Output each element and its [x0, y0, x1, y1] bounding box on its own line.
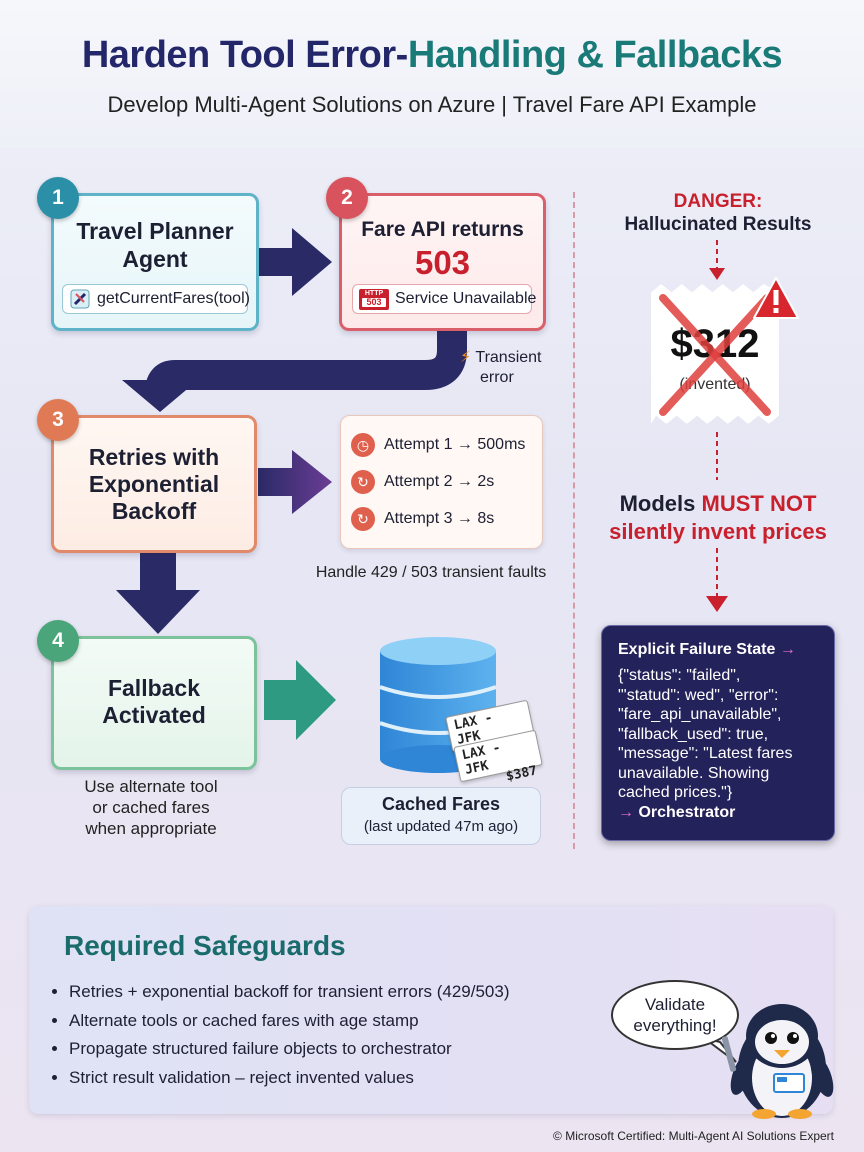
json-line: "fallback_used": true, — [618, 725, 769, 743]
must-part-1: Models — [619, 491, 702, 516]
step-4-title-line-1: Fallback — [107, 675, 201, 701]
step-3-badge: 3 — [37, 399, 79, 441]
step-2-title: Fare API returns — [361, 218, 524, 241]
transient-line-2: error — [480, 369, 514, 386]
arrow-3-to-attempts — [258, 450, 332, 514]
lightning-icon: ⚡ — [460, 349, 472, 366]
step-1-badge: 1 — [37, 177, 79, 219]
danger-text: Hallucinated Results — [624, 214, 812, 235]
step-1-title-line-1: Travel Planner — [76, 218, 234, 244]
transient-line-1: Transient — [475, 349, 542, 366]
footer-credit: © Microsoft Certified: Multi-Agent AI So… — [553, 1129, 834, 1143]
cross-out-icon — [659, 294, 771, 416]
step-2-badge: 2 — [326, 177, 368, 219]
must-not-warning: Models MUST NOT silently invent prices — [596, 490, 840, 546]
http-icon-code: 503 — [362, 298, 386, 307]
attempt-3: ↻ Attempt 3 → 8s — [351, 504, 541, 534]
list-item: Strict result validation – reject invent… — [69, 1064, 510, 1093]
tool-chip-label: getCurrentFares(tool) — [97, 290, 250, 307]
step-3-title-line-3: Backoff — [111, 498, 197, 524]
list-item: Retries + exponential backoff for transi… — [69, 978, 510, 1007]
step-3-title-line-1: Retries with — [88, 444, 220, 470]
penguin-mascot-icon — [722, 1004, 834, 1119]
arrow-right-icon: → — [779, 641, 796, 658]
list-item: Alternate tools or cached fares with age… — [69, 1007, 510, 1036]
speech-bubble: Validate everything! — [611, 980, 739, 1050]
page-subtitle: Develop Multi-Agent Solutions on Azure |… — [107, 92, 757, 117]
json-line: cached prices."} — [618, 784, 733, 801]
attempts-caption: Handle 429 / 503 transient faults — [315, 564, 547, 581]
safeguards-title: Required Safeguards — [64, 930, 346, 961]
arrow-1-to-2 — [258, 228, 332, 296]
json-line: "'statud": wed", "error": — [618, 686, 779, 704]
tool-chip: getCurrentFares(tool) — [62, 284, 250, 314]
step-3-title-line-2: Exponential — [88, 471, 220, 497]
orchestrator-label: Orchestrator — [638, 804, 736, 821]
json-line: unavailable. Showing — [618, 764, 770, 782]
step-1-title-line-2: Agent — [122, 246, 188, 272]
error-code: 503 — [414, 244, 471, 281]
step-1-travel-planner-agent: Travel Planner Agent getCurrentFares(too… — [51, 193, 259, 331]
retry-icon: ↻ — [351, 507, 375, 531]
explicit-failure-card: Explicit Failure State → {"status": "fai… — [601, 625, 835, 841]
cached-fares-age: (last updated 47m ago) — [363, 818, 519, 835]
title-part-1: Harden Tool Error- — [81, 34, 409, 76]
must-line-2: silently invent prices — [609, 519, 827, 544]
arrow-2-to-3 — [145, 328, 467, 393]
transient-error-note: ⚡ Transient error — [460, 348, 560, 388]
attempt-1: ◷ Attempt 1 → 500ms — [351, 430, 541, 460]
bubble-line-2: everything! — [633, 1016, 717, 1035]
list-item: Propagate structured failure objects to … — [69, 1035, 510, 1064]
attempt-2-label: Attempt 2 → 2s — [384, 473, 495, 490]
attempt-3-label: Attempt 3 → 8s — [384, 510, 495, 527]
pencil-icon — [70, 289, 90, 309]
arrow-right-icon: → — [618, 804, 634, 821]
step-4-title-line-2: Activated — [102, 702, 206, 728]
title-part-2: Handling & Fallbacks — [407, 34, 783, 76]
fallback-caption: Use alternate tool or cached fares when … — [51, 776, 251, 839]
fallback-caption-line-1: Use alternate tool — [84, 777, 218, 796]
column-divider — [573, 192, 575, 849]
json-line: "message": "Latest fares — [618, 745, 793, 762]
orchestrator-line: → Orchestrator — [618, 804, 735, 822]
step-4-fallback: Fallback Activated — [51, 636, 257, 770]
page-title: Harden Tool Error-Handling & Fallbacks — [0, 34, 864, 77]
cached-fares-box: Cached Fares (last updated 47m ago) — [341, 787, 541, 845]
service-unavailable-label: Service Unavailable — [395, 290, 537, 307]
step-3-retries: Retries with Exponential Backoff — [51, 415, 257, 553]
warning-icon — [753, 277, 799, 319]
json-line: {"status": "failed", — [618, 667, 741, 684]
retry-attempts-panel: ◷ Attempt 1 → 500ms ↻ Attempt 2 → 2s ↻ A… — [340, 415, 543, 549]
danger-heading: DANGER: Hallucinated Results — [600, 190, 836, 236]
bubble-line-1: Validate — [644, 995, 706, 1014]
retry-icon: ↻ — [351, 470, 375, 494]
failure-card-heading: Explicit Failure State → — [618, 641, 796, 659]
json-line: "fare_api_unavailable", — [618, 706, 782, 723]
arrow-4-to-cached — [264, 660, 336, 740]
arrow-3-to-4 — [116, 552, 200, 634]
attempt-1-label: Attempt 1 → 500ms — [384, 436, 526, 453]
arrow-2-to-3-head — [122, 380, 198, 412]
must-part-2: MUST NOT — [701, 491, 817, 516]
safeguards-list: Retries + exponential backoff for transi… — [49, 978, 510, 1092]
failure-card-title: Explicit Failure State — [618, 641, 776, 658]
fallback-caption-line-2: or cached fares — [92, 798, 210, 817]
failure-json: {"status": "failed", "'statud": wed", "e… — [618, 666, 830, 803]
header-band — [0, 0, 864, 148]
danger-label: DANGER: — [673, 191, 763, 212]
http-icon-label: HTTP — [364, 290, 384, 297]
cached-fares-title: Cached Fares — [381, 794, 501, 814]
step-4-badge: 4 — [37, 620, 79, 662]
attempt-2: ↻ Attempt 2 → 2s — [351, 467, 541, 497]
fallback-caption-line-3: when appropriate — [85, 819, 217, 838]
clock-icon: ◷ — [351, 433, 375, 457]
